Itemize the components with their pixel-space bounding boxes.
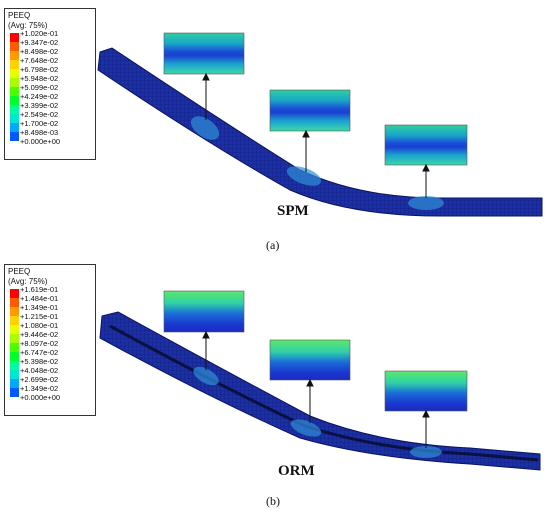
legend-swatch <box>10 60 19 69</box>
legend-swatch <box>10 325 19 334</box>
panel-a-figure <box>97 32 543 217</box>
legend-value: +1.215e-01 <box>20 312 59 321</box>
inset-1 <box>163 290 245 333</box>
legend-value: +5.398e-02 <box>20 357 59 366</box>
legend-swatch <box>10 298 19 307</box>
legend-swatch <box>10 51 19 60</box>
legend-swatch <box>10 114 19 123</box>
strain-zone-1 <box>193 366 219 386</box>
legend-swatch <box>10 307 19 316</box>
legend-value: +6.747e-02 <box>20 348 59 357</box>
legend-value: +8.498e-02 <box>20 47 59 56</box>
legend-value: +0.000e+00 <box>20 393 61 402</box>
beam-orm <box>99 311 541 471</box>
legend-value: +4.249e-02 <box>20 92 59 101</box>
inset-1 <box>163 32 245 75</box>
legend-subtitle: (Avg: 75%) <box>8 21 48 30</box>
strain-zone-3 <box>410 446 442 458</box>
legend-spm: PEEQ (Avg: 75%) +1.020e-01 +9.347e-02 +8… <box>4 8 96 160</box>
legend-value: +5.099e-02 <box>20 83 59 92</box>
inset-3 <box>384 124 468 166</box>
panel-b: PEEQ (Avg: 75%) +1.619e-01 +1.484e-01 +1… <box>0 258 550 515</box>
legend-value: +5.948e-02 <box>20 74 59 83</box>
legend-value: +1.349e-01 <box>20 303 59 312</box>
legend-value: +8.097e-02 <box>20 339 59 348</box>
legend-orm: PEEQ (Avg: 75%) +1.619e-01 +1.484e-01 +1… <box>4 264 96 416</box>
legend-scale: +1.020e-01 +9.347e-02 +8.498e-02 +7.648e… <box>8 29 92 153</box>
legend-swatch <box>10 316 19 325</box>
legend-value: +2.699e-02 <box>20 375 59 384</box>
legend-swatch <box>10 78 19 87</box>
caption-b: (b) <box>266 494 280 508</box>
legend-value: +1.700e-02 <box>20 119 59 128</box>
legend-swatch <box>10 87 19 96</box>
legend-value: +3.399e-02 <box>20 101 59 110</box>
strain-zone-1 <box>190 116 220 140</box>
legend-swatch <box>10 42 19 51</box>
callout-arrows <box>202 330 430 448</box>
legend-title: PEEQ <box>8 11 31 20</box>
inset-2 <box>269 339 351 381</box>
legend-value: +1.484e-01 <box>20 294 59 303</box>
legend-swatch <box>10 69 19 78</box>
legend-swatch <box>10 123 19 132</box>
legend-title: PEEQ <box>8 267 31 276</box>
legend-value: +1.020e-01 <box>20 29 59 38</box>
legend-swatch <box>10 370 19 379</box>
strain-zone-2 <box>286 166 322 186</box>
legend-swatch <box>10 289 19 298</box>
legend-swatch <box>10 33 19 42</box>
legend-value: +1.349e-02 <box>20 384 59 393</box>
legend-swatch <box>10 132 19 141</box>
strain-zone-3 <box>408 196 444 210</box>
legend-value: +0.000e+00 <box>20 137 61 146</box>
legend-swatch <box>10 379 19 388</box>
callout-arrows <box>202 72 430 198</box>
legend-swatch <box>10 352 19 361</box>
legend-swatch <box>10 361 19 370</box>
legend-swatch <box>10 96 19 105</box>
legend-value: +9.347e-02 <box>20 38 59 47</box>
legend-swatch <box>10 334 19 343</box>
legend-swatch <box>10 388 19 397</box>
legend-value: +7.648e-02 <box>20 56 59 65</box>
legend-value: +1.080e-01 <box>20 321 59 330</box>
legend-scale: +1.619e-01 +1.484e-01 +1.349e-01 +1.215e… <box>8 285 92 409</box>
legend-subtitle: (Avg: 75%) <box>8 277 48 286</box>
inset-2 <box>269 89 351 132</box>
legend-swatch <box>10 105 19 114</box>
method-label-orm: ORM <box>278 463 315 479</box>
inset-3 <box>384 370 468 412</box>
strain-zone-2 <box>290 419 322 437</box>
caption-a: (a) <box>266 238 280 252</box>
panel-b-figure <box>99 290 541 471</box>
legend-value: +4.048e-02 <box>20 366 59 375</box>
legend-swatch <box>10 343 19 352</box>
method-label-spm: SPM <box>277 203 309 219</box>
legend-value: +9.446e-02 <box>20 330 59 339</box>
legend-value: +6.798e-02 <box>20 65 59 74</box>
legend-value: +2.549e-02 <box>20 110 59 119</box>
legend-value: +8.498e-03 <box>20 128 59 137</box>
legend-value: +1.619e-01 <box>20 285 59 294</box>
panel-a: PEEQ (Avg: 75%) +1.020e-01 +9.347e-02 +8… <box>4 8 543 252</box>
